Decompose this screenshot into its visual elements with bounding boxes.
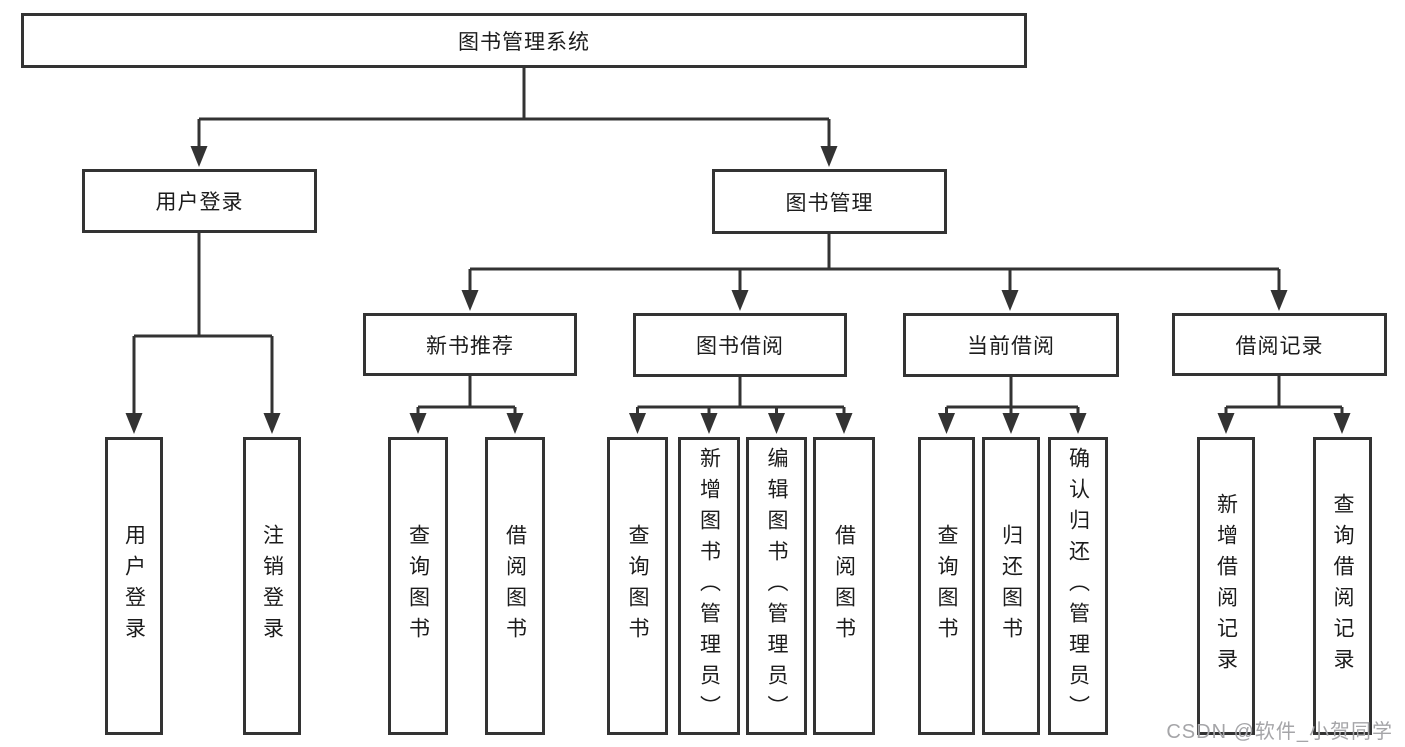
leaf-return-books: 归还图书	[982, 437, 1040, 735]
csdn-watermark: CSDN @软件_小贺同学	[1166, 721, 1393, 743]
node-borrow-records: 借阅记录	[1172, 313, 1387, 376]
leaf-label: 归还图书	[999, 524, 1023, 648]
node-current-borrow: 当前借阅	[903, 313, 1119, 377]
leaf-edit-book-admin: 编辑图书（管理员）	[746, 437, 807, 735]
node-book-management: 图书管理	[712, 169, 947, 234]
node-label: 图书管理系统	[458, 30, 590, 54]
leaf-add-book-admin: 新增图书（管理员）	[678, 437, 740, 735]
node-new-book-recommend: 新书推荐	[363, 313, 577, 376]
leaf-label: 查询图书	[935, 524, 958, 648]
leaf-label: 注销登录	[260, 524, 284, 648]
leaf-label: 用户登录	[122, 524, 146, 648]
arrowhead-icons	[125, 146, 1351, 434]
leaf-search-borrow-record: 查询借阅记录	[1313, 437, 1372, 735]
leaf-borrow-books-2: 借阅图书	[813, 437, 875, 735]
leaf-label: 新增图书（管理员）	[697, 446, 721, 726]
leaf-user-login: 用户登录	[105, 437, 163, 735]
node-library-management-system: 图书管理系统	[21, 13, 1027, 68]
leaf-label: 查询借阅记录	[1331, 493, 1354, 679]
node-label: 借阅记录	[1235, 334, 1324, 358]
leaf-search-books-2: 查询图书	[607, 437, 668, 735]
leaf-borrow-books-1: 借阅图书	[485, 437, 545, 735]
leaf-label: 确认归还（管理员）	[1066, 446, 1090, 726]
node-book-borrow: 图书借阅	[633, 313, 847, 377]
leaf-label: 查询图书	[626, 524, 649, 648]
node-label: 新书推荐	[426, 334, 514, 358]
leaf-label: 借阅图书	[832, 524, 856, 648]
leaf-label: 编辑图书（管理员）	[765, 446, 788, 726]
node-label: 当前借阅	[967, 335, 1055, 358]
leaf-label: 借阅图书	[503, 524, 527, 648]
node-user-login: 用户登录	[82, 169, 317, 233]
node-label: 图书借阅	[696, 335, 784, 358]
leaf-label: 新增借阅记录	[1214, 493, 1238, 679]
leaf-search-books-1: 查询图书	[388, 437, 448, 735]
leaf-add-borrow-record: 新增借阅记录	[1197, 437, 1255, 735]
node-label: 用户登录	[155, 191, 244, 214]
leaf-confirm-return-admin: 确认归还（管理员）	[1048, 437, 1108, 735]
leaf-search-books-3: 查询图书	[918, 437, 975, 735]
leaf-logout-login: 注销登录	[243, 437, 301, 735]
node-label: 图书管理	[785, 191, 874, 215]
leaf-label: 查询图书	[406, 524, 430, 648]
